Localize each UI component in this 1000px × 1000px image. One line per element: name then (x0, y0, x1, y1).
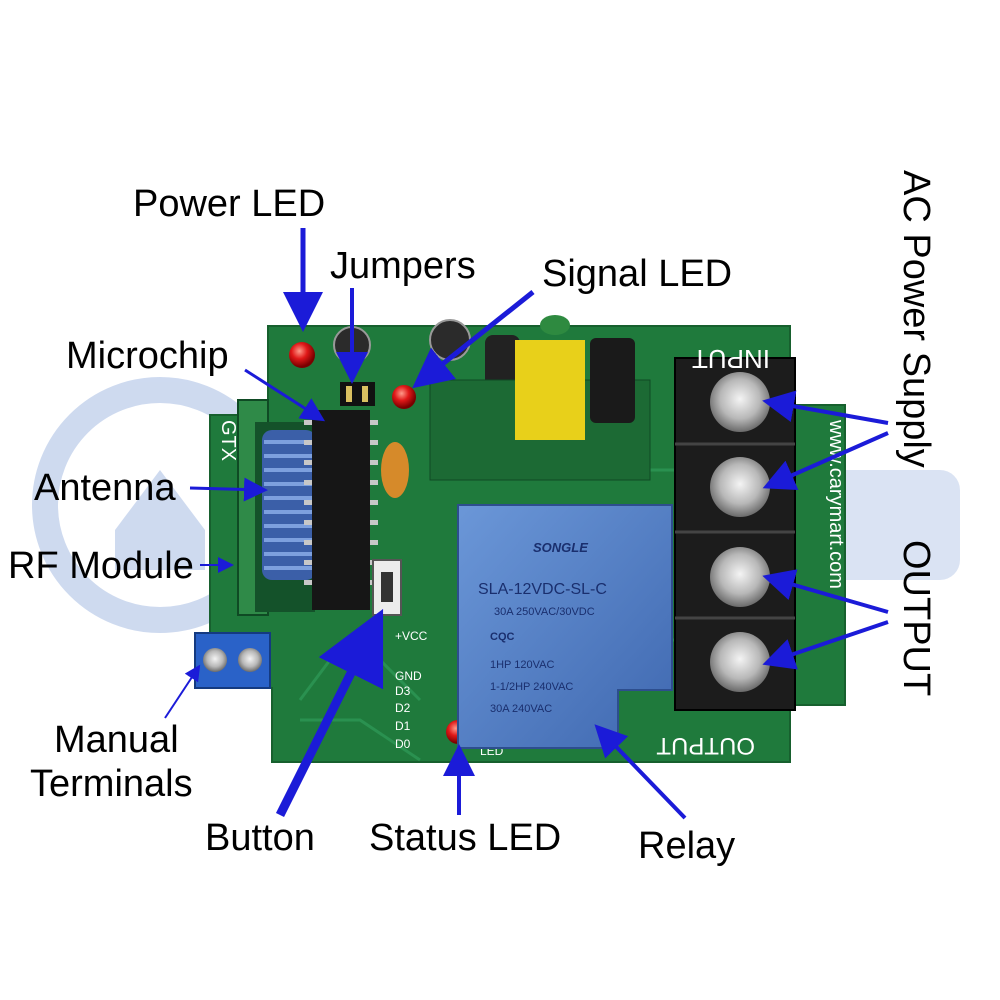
pin-label-d3: D3 (395, 684, 411, 698)
label-status-led: Status LED (369, 817, 561, 859)
label-relay: Relay (638, 825, 735, 867)
label-manual-terminals-line2: Terminals (30, 763, 193, 805)
screw-terminal-4 (710, 632, 770, 692)
arrow-manual-terminals (164, 664, 201, 719)
screw-terminal-1 (710, 372, 770, 432)
screw-terminal-2 (710, 457, 770, 517)
pin-label-vcc: +VCC (395, 629, 428, 643)
label-output: OUTPUT (895, 540, 937, 696)
silk-input: INPUT (692, 344, 770, 374)
arrow-signal-led (412, 290, 535, 389)
relay-cert: CQC (490, 631, 515, 643)
arrow-button (275, 608, 384, 818)
relay-brand: SONGLE (533, 540, 588, 555)
label-antenna: Antenna (34, 467, 176, 509)
relay-hp2: 1-1/2HP 240VAC (490, 681, 573, 693)
relay: SONGLE SLA-12VDC-SL-C 30A 250VAC/30VDC C… (457, 504, 673, 749)
arrow-antenna (189, 477, 268, 502)
label-microchip: Microchip (66, 335, 229, 377)
capacitor-orange (381, 442, 409, 498)
arrow-ac-2 (762, 431, 889, 490)
manual-terminal-block (194, 632, 271, 689)
antenna-coil (262, 430, 316, 580)
label-signal-led: Signal LED (542, 253, 732, 295)
label-ac-power-supply: AC Power Supply (895, 170, 937, 468)
relay-hp1: 1HP 120VAC (490, 659, 554, 671)
label-manual-terminals-line1: Manual (54, 719, 179, 761)
microchip (304, 410, 378, 610)
power-supply-module (429, 315, 651, 481)
pin-label-d0: D0 (395, 737, 411, 751)
arrow-relay (594, 724, 687, 820)
silk-website: www.carymart.com (825, 419, 847, 589)
jumper-header (340, 382, 375, 406)
arrow-output-1 (762, 569, 889, 614)
silk-output: OUTPUT (656, 732, 755, 759)
pin-label-gnd: GND (395, 669, 422, 683)
label-button: Button (205, 817, 315, 859)
label-jumpers: Jumpers (330, 245, 476, 287)
pin-label-d1: D1 (395, 719, 411, 733)
relay-rating2: 30A 240VAC (490, 703, 552, 715)
arrow-ac-1 (762, 390, 889, 425)
silk-model: GTX (217, 420, 239, 461)
pin-label-d2: D2 (395, 701, 411, 715)
arrow-microchip (244, 368, 326, 422)
label-power-led: Power LED (133, 183, 325, 225)
screw-terminal-3 (710, 547, 770, 607)
label-rf-module: RF Module (8, 545, 194, 587)
relay-model: SLA-12VDC-SL-C (478, 581, 607, 598)
pin-labels: +VCC GND D3 D2 D1 D0 LED (395, 629, 504, 758)
signal-led (392, 385, 416, 409)
relay-rating1: 30A 250VAC/30VDC (494, 606, 595, 618)
arrow-output-2 (762, 620, 889, 670)
button-switch (372, 559, 402, 616)
power-led (289, 342, 315, 368)
arrows (164, 228, 889, 820)
